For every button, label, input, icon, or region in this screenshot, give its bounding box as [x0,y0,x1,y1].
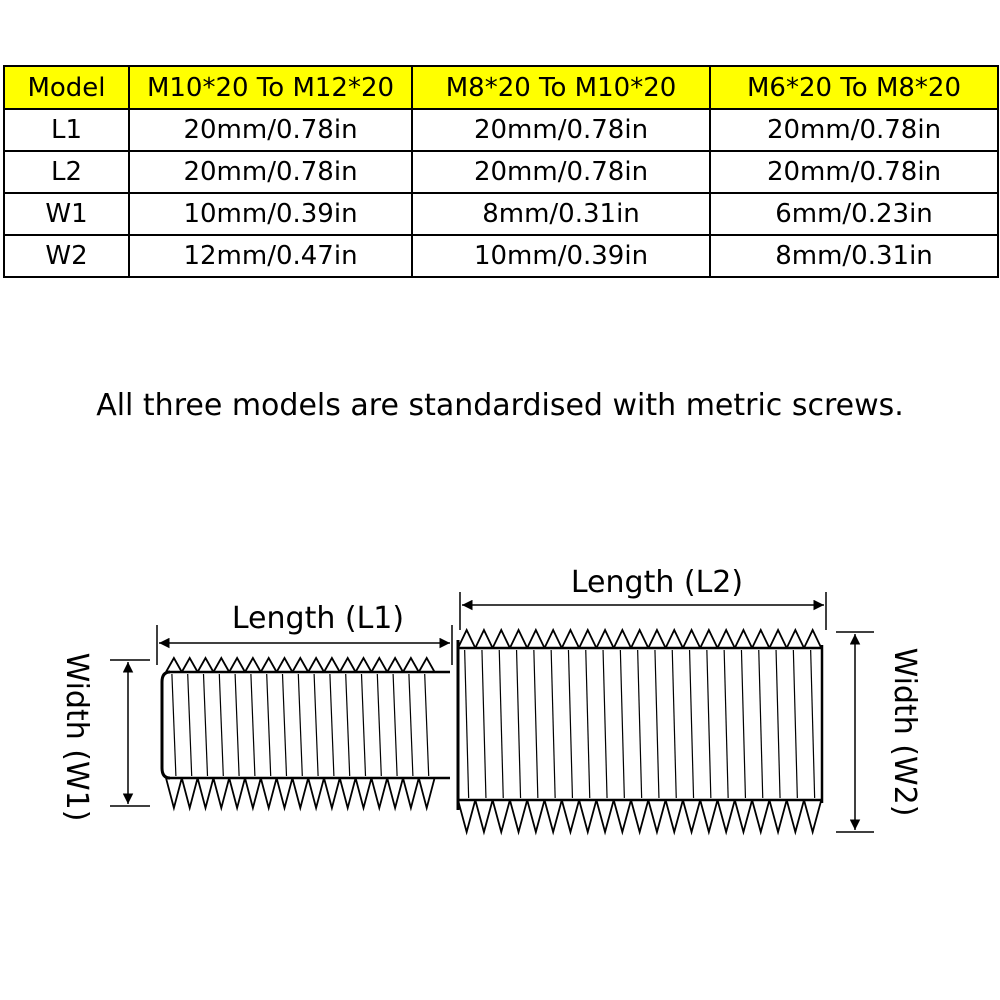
thread-line [792,649,798,799]
thread-line [313,673,319,777]
thread-line [567,649,574,799]
thread-line [266,673,272,777]
thread-line [585,649,591,799]
thread-line [424,673,430,777]
row-label: W1 [3,192,130,236]
table-cell: 10mm/0.39in [128,192,413,236]
thread-line [171,673,177,777]
thread-line [671,649,677,799]
table-cell: 20mm/0.78in [709,150,999,194]
thread-line [550,649,556,799]
label-length-l2: Length (L2) [571,565,743,600]
thread-line [515,649,522,799]
table-cell: 20mm/0.78in [128,150,413,194]
small-thread-crests [165,656,436,673]
header-col-1: M10*20 To M12*20 [128,65,413,110]
thread-line [218,673,224,777]
thread-line [706,649,712,799]
thread-line [234,673,240,777]
thread-line [775,649,781,799]
row-label: L1 [3,108,130,152]
header-col-2: M8*20 To M10*20 [411,65,711,110]
table-cell: 20mm/0.78in [128,108,413,152]
large-thread-section [456,627,824,836]
thread-line [810,649,816,799]
header-col-3: M6*20 To M8*20 [709,65,999,110]
thread-line [723,649,729,799]
thread-line [688,649,695,799]
thread-line [533,649,539,799]
thread-line [250,673,256,777]
small-chamfer-end [160,670,171,780]
thread-root-path [165,777,436,812]
thread-root-path [457,799,823,836]
table-cell: 12mm/0.47in [128,234,413,278]
table-cell: 20mm/0.78in [709,108,999,152]
small-thread-roots [165,777,436,812]
large-thread-roots [457,799,823,836]
thread-line [187,673,193,777]
thread-line [202,673,209,777]
thread-line [408,673,414,777]
label-length-l1: Length (L1) [232,601,404,636]
thread-line [481,649,487,799]
table-cell: 20mm/0.78in [411,108,711,152]
table-cell: 20mm/0.78in [411,150,711,194]
table-header-row: Model M10*20 To M12*20 M8*20 To M10*20 M… [3,65,999,110]
thread-line [281,673,288,777]
thread-crest-path [457,627,823,649]
thread-line [329,673,335,777]
thread-line [637,649,643,799]
thread-line [619,649,625,799]
table-row: L1 20mm/0.78in 20mm/0.78in 20mm/0.78in [3,108,999,152]
table-cell: 6mm/0.23in [709,192,999,236]
row-label: W2 [3,234,130,278]
table-cell: 10mm/0.39in [411,234,711,278]
table-row: W1 10mm/0.39in 8mm/0.31in 6mm/0.23in [3,192,999,236]
large-thread-crests [457,627,823,649]
large-thread-lines [464,649,816,799]
dimension-l2 [459,592,827,630]
thread-line [376,673,382,777]
thread-line [345,673,351,777]
spec-table: Model M10*20 To M12*20 M8*20 To M10*20 M… [3,65,999,278]
dimension-w1 [110,659,150,807]
header-model: Model [3,65,130,110]
table-row: L2 20mm/0.78in 20mm/0.78in 20mm/0.78in [3,150,999,194]
caption-text: All three models are standardised with m… [96,388,904,423]
thread-line [392,673,398,777]
dimension-w2 [836,631,874,833]
thread-line [758,649,764,799]
thread-line [602,649,608,799]
thread-crest-path [165,656,436,673]
thread-line [297,673,303,777]
small-thread-lines [171,673,430,777]
table-row: W2 12mm/0.47in 10mm/0.39in 8mm/0.31in [3,234,999,278]
thread-line [360,673,367,777]
table-cell: 8mm/0.31in [709,234,999,278]
thread-line [464,649,470,799]
thread-line [654,649,660,799]
thread-line [498,649,504,799]
table-cell: 8mm/0.31in [411,192,711,236]
label-width-w1: Width (W1) [59,653,94,822]
dimension-l1 [156,625,453,665]
label-width-w2: Width (W2) [887,648,922,817]
row-label: L2 [3,150,130,194]
thread-line [740,649,747,799]
small-thread-section [160,656,450,812]
